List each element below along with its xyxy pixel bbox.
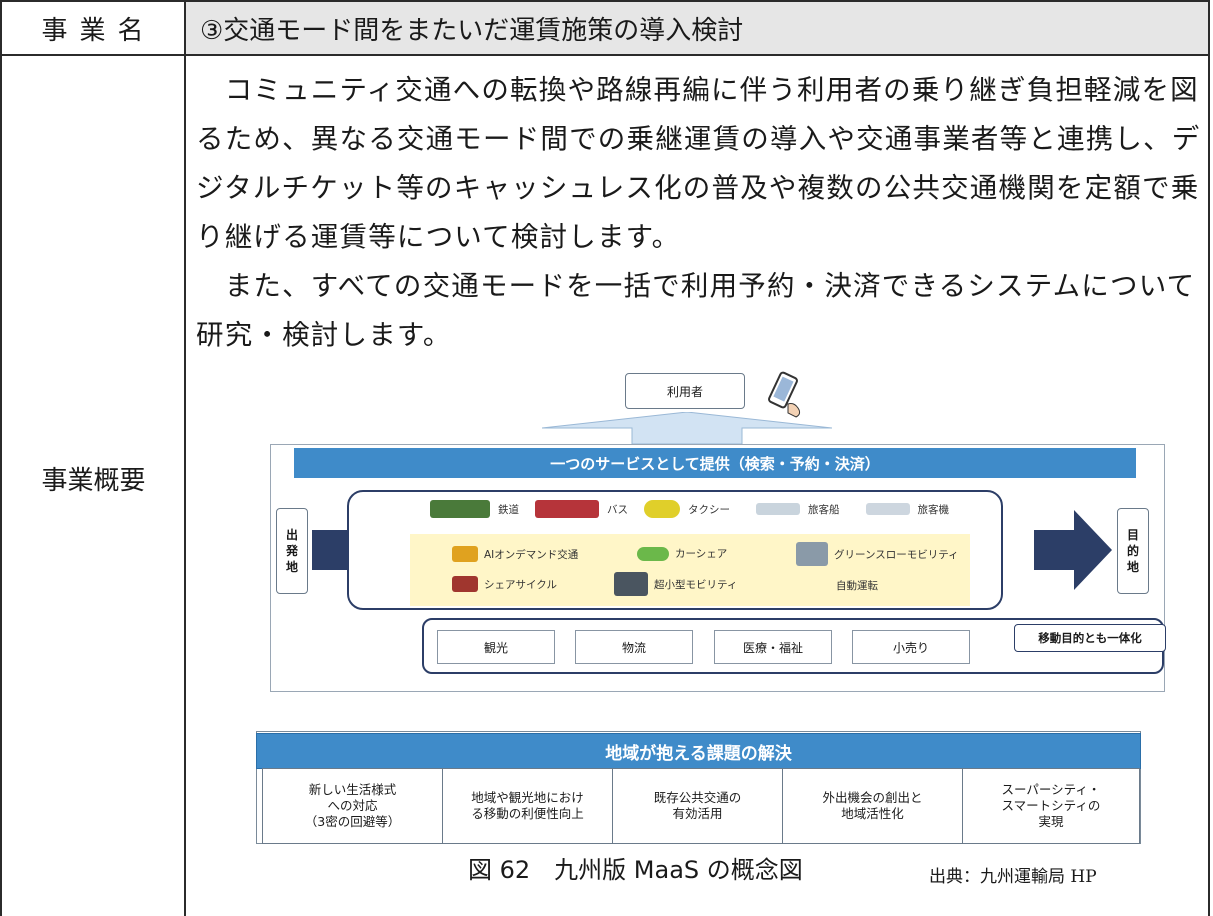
paragraph-1: コミュニティ交通への転換や路線再編に伴う利用者の乗り継ぎ負担軽減を図るため、異な… <box>196 74 1201 253</box>
microcar-icon <box>614 572 648 596</box>
table-border-mid <box>184 0 186 916</box>
bus-icon <box>535 500 599 518</box>
maas-concept-diagram: 利用者 一つのサービスとして提供（検索・予約・決済） 出 発 地 鉄道 バス タ… <box>262 370 1172 692</box>
issues-title: 地域が抱える課題の解決 <box>256 733 1141 769</box>
origin-char-2: 発 <box>285 544 298 558</box>
origin-char-1: 出 <box>285 528 298 542</box>
overview-text: コミュニティ交通への転換や路線再編に伴う利用者の乗り継ぎ負担軽減を図るため、異な… <box>196 66 1204 360</box>
mode-ai-ondemand-label: AIオンデマンド交通 <box>484 548 579 561</box>
service-retail: 小売り <box>852 630 970 664</box>
table-border-top <box>0 0 1210 2</box>
service-logistics: 物流 <box>575 630 693 664</box>
figure-source: 出典：九州運輸局 HP <box>929 867 1097 887</box>
destination-char-2: 的 <box>1126 544 1139 558</box>
issue-outing: 外出機会の創出と 地域活性化 <box>782 768 963 844</box>
title-cell-bg <box>185 2 1208 54</box>
destination-char-3: 地 <box>1126 560 1139 574</box>
smartphone-icon <box>768 371 801 418</box>
train-icon <box>430 500 490 518</box>
mode-ai-ondemand: AIオンデマンド交通 <box>452 546 578 562</box>
label-business-name: 事業名 <box>41 15 156 46</box>
mode-carshare-label: カーシェア <box>675 548 728 560</box>
destination-box: 目 的 地 <box>1117 508 1149 594</box>
issue-existing-transport: 既存公共交通の 有効活用 <box>612 768 783 844</box>
destination-char-1: 目 <box>1126 528 1139 542</box>
ship-icon <box>756 503 800 515</box>
mode-carshare: カーシェア <box>637 546 727 561</box>
origin-char-3: 地 <box>285 560 298 574</box>
issue-supercity: スーパーシティ・ スマートシティの 実現 <box>962 768 1140 844</box>
mode-airplane: 旅客機 <box>917 503 950 516</box>
cart-icon <box>796 542 828 566</box>
label-business-overview: 事業概要 <box>41 466 146 496</box>
paragraph-2: また、すべての交通モードを一括で利用予約・決済できるシステムについて研究・検討し… <box>196 270 1196 351</box>
up-arrow <box>542 412 832 444</box>
destination-arrow-icon <box>1034 510 1112 590</box>
mode-share-cycle-label: シェアサイクル <box>484 578 557 591</box>
table-border-left <box>0 0 2 916</box>
mode-taxi: タクシー <box>688 503 730 516</box>
mode-ship: 旅客船 <box>808 503 840 516</box>
mode-train: 鉄道 <box>498 503 519 516</box>
user-box: 利用者 <box>625 373 745 409</box>
mode-autonomous-label: 自動運転 <box>836 580 878 592</box>
minibus-icon <box>452 546 478 562</box>
origin-box: 出 発 地 <box>276 508 308 594</box>
table-border-right <box>1208 0 1210 916</box>
purpose-label: 移動目的とも一体化 <box>1014 624 1166 652</box>
taxi-icon <box>644 500 680 518</box>
mode-autonomous: 自動運転 <box>836 578 878 593</box>
car-icon <box>637 546 669 561</box>
mode-green-slow: グリーンスローモビリティ <box>796 542 959 566</box>
service-medical: 医療・福祉 <box>714 630 832 664</box>
mode-green-slow-label: グリーンスローモビリティ <box>834 548 959 561</box>
mode-bus: バス <box>607 503 628 516</box>
mode-micro-mobility: 超小型モビリティ <box>614 572 737 596</box>
mode-micro-mobility-label: 超小型モビリティ <box>654 578 738 591</box>
new-mobility-area <box>410 534 970 606</box>
issue-new-lifestyle: 新しい生活様式 への対応 （3密の回避等） <box>262 768 443 844</box>
service-bar: 一つのサービスとして提供（検索・予約・決済） <box>294 448 1136 478</box>
service-tourism: 観光 <box>437 630 555 664</box>
issue-convenience: 地域や観光地におけ る移動の利便性向上 <box>442 768 613 844</box>
table-border-row <box>0 54 1210 56</box>
mode-share-cycle: シェアサイクル <box>452 576 557 592</box>
bicycle-icon <box>452 576 478 592</box>
figure-caption: 図 62 九州版 MaaS の概念図 <box>468 856 803 884</box>
modes-row-1: 鉄道 バス タクシー 旅客船 旅客機 <box>430 500 949 518</box>
business-title: ③交通モード間をまたいだ運賃施策の導入検討 <box>200 15 744 46</box>
airplane-icon <box>865 503 910 515</box>
